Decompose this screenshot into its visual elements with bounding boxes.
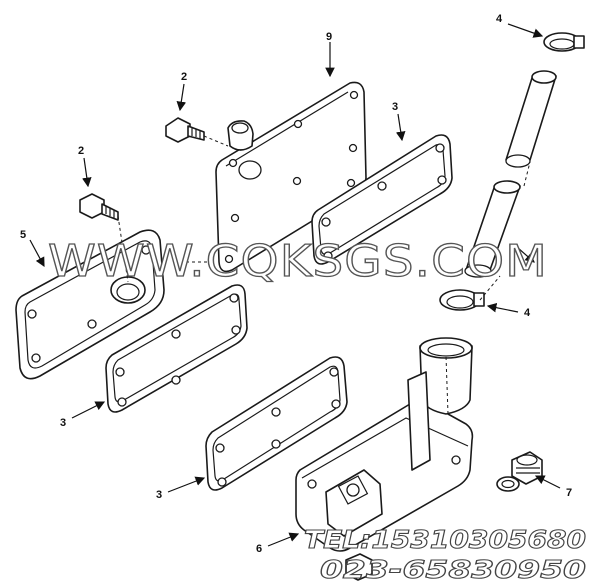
hose-clamp-upper xyxy=(543,32,585,52)
callout-5: 5 xyxy=(20,229,26,241)
callout-3-middle: 3 xyxy=(60,417,66,429)
gasket-3-middle xyxy=(105,284,248,413)
o-ring xyxy=(496,476,520,492)
bolt-2-left xyxy=(79,193,119,221)
watermark-site: WWW.CQKSGS.COM xyxy=(48,236,548,287)
callout-2-upper: 2 xyxy=(181,71,187,83)
callout-6: 6 xyxy=(256,543,262,555)
callout-7: 7 xyxy=(566,487,572,499)
callout-4-lower: 4 xyxy=(524,307,531,319)
plug-7 xyxy=(511,451,543,485)
watermark-tel: TEL:15310305680 xyxy=(304,525,586,554)
callout-4-upper: 4 xyxy=(496,13,503,25)
cover-5 xyxy=(15,229,165,380)
callout-3-lower: 3 xyxy=(156,489,162,501)
gasket-3-lower xyxy=(205,356,348,491)
outlet-housing-6 xyxy=(295,337,474,552)
bolt-2-upper xyxy=(165,117,205,143)
callout-3-upper: 3 xyxy=(392,101,398,113)
cover-plate-9 xyxy=(215,81,367,273)
callout-9: 9 xyxy=(326,31,332,43)
hose-upper xyxy=(505,70,557,168)
hose-lower xyxy=(464,180,521,278)
gasket-3-upper xyxy=(311,134,453,265)
hose-clamp-lower xyxy=(439,289,485,311)
callout-2-left: 2 xyxy=(78,145,84,157)
fitting-bottom xyxy=(345,553,373,581)
watermark-phone: 023-65830950 xyxy=(320,555,586,584)
